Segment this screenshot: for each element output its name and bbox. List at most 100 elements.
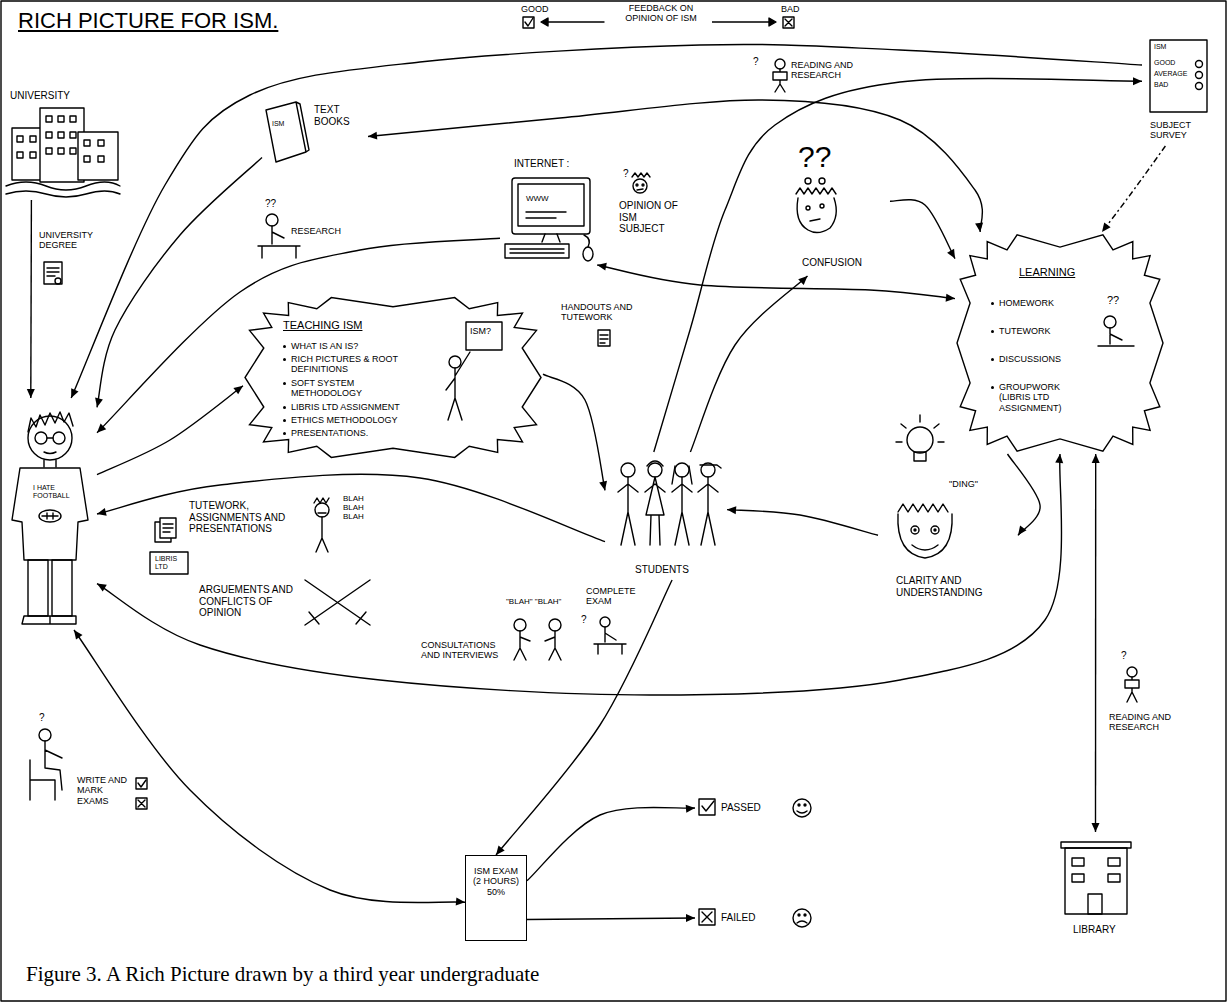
lecturer-figure xyxy=(28,560,48,616)
exam-taker xyxy=(600,617,610,627)
edge-label: FEEDBACK ON OPINION OF ISM xyxy=(610,3,712,24)
connector xyxy=(690,276,807,452)
library-reader xyxy=(1125,680,1139,688)
lecturer-figure xyxy=(39,510,61,522)
feedback-arrows xyxy=(783,17,794,28)
lecturer-figure xyxy=(35,432,47,444)
feedback-arrows xyxy=(708,21,772,22)
arrow-head xyxy=(686,914,695,922)
result-marks xyxy=(797,811,807,813)
arrow-head xyxy=(97,424,106,433)
arrow-head xyxy=(368,132,377,140)
arrow-head xyxy=(947,249,955,259)
reading-figure xyxy=(773,59,787,92)
node-label: I HATE FOOTBALL xyxy=(33,484,77,500)
arrow-head xyxy=(97,508,107,516)
node-label: SUBJECT SURVEY xyxy=(1150,120,1212,141)
connector xyxy=(727,506,878,535)
opinion-face xyxy=(632,173,650,177)
teacher-figure xyxy=(449,356,461,368)
confusion-face xyxy=(796,178,836,233)
arrow-head xyxy=(95,398,103,408)
connector-line xyxy=(1102,146,1165,232)
node-label: SOFT SYSTEM METHODOLOGY xyxy=(291,378,401,399)
degree-document xyxy=(44,262,62,284)
connector xyxy=(597,263,955,302)
computer-icon xyxy=(584,235,589,247)
teaching-burst: TEACHING ISMWHAT IS AN IS?RICH PICTURES … xyxy=(243,295,543,460)
degree-document xyxy=(44,262,62,284)
result-marks xyxy=(804,804,806,806)
edge-label: READING AND RESEARCH xyxy=(790,60,858,81)
exam-writer xyxy=(39,729,51,741)
edge-label: ARGUEMENTS AND CONFLICTS OF OPINION xyxy=(198,584,300,619)
node-label: ?? xyxy=(1107,294,1119,307)
consultation-figures xyxy=(514,631,530,660)
feedback-arrows xyxy=(541,18,548,26)
node-label: UNIVERSITY xyxy=(10,90,70,102)
library-building xyxy=(1061,842,1131,914)
connector xyxy=(543,374,607,490)
node-label: ?? xyxy=(798,140,831,175)
student-figures xyxy=(618,461,721,545)
connector xyxy=(97,454,1063,695)
library-icon: LIBRARY xyxy=(1055,832,1145,940)
lecturer-figure xyxy=(12,468,88,560)
note-label: ? xyxy=(622,168,630,180)
connector-line xyxy=(97,386,243,475)
student-figures xyxy=(675,463,689,477)
handout-document xyxy=(600,335,608,343)
node-label: LIBRIS LTD ASSIGNMENT xyxy=(291,402,400,412)
bullet-dot xyxy=(283,406,286,409)
handout-document xyxy=(598,330,610,346)
exam-writer xyxy=(136,778,147,789)
node-label: ISM xyxy=(272,120,284,128)
clarity-face xyxy=(912,545,938,550)
result-marks xyxy=(699,909,715,925)
connector xyxy=(97,386,243,475)
light-bulb xyxy=(896,415,944,442)
lecturer-figure xyxy=(44,438,56,467)
confusion-face xyxy=(797,198,836,233)
connector-line xyxy=(654,79,1142,452)
connector-line xyxy=(30,200,32,398)
arrow-head xyxy=(1055,454,1063,463)
node-label: RICH PICTURES & ROOT DEFINITIONS xyxy=(291,354,411,375)
exam-box: ISM EXAM (2 HOURS) 50% xyxy=(465,855,527,941)
result-marks xyxy=(699,799,811,927)
library-building xyxy=(1088,894,1102,914)
connector xyxy=(97,238,500,432)
arrow-head xyxy=(97,584,107,592)
consultation-figures xyxy=(514,619,561,660)
connector xyxy=(74,630,465,906)
feedback-arrows xyxy=(523,17,534,28)
connector-line xyxy=(890,200,955,259)
exam-writer xyxy=(136,798,147,809)
textbook-icon: TEXT BOOKSISM xyxy=(262,98,368,168)
learner-figure xyxy=(1098,328,1134,346)
talking-figure xyxy=(315,503,329,517)
node-label: TEACHING ISM xyxy=(283,319,362,332)
survey-form xyxy=(1150,40,1207,112)
connector-line xyxy=(527,918,695,920)
student-figures xyxy=(621,463,635,477)
arrow-head xyxy=(798,276,807,285)
university-building xyxy=(6,108,120,197)
passed-result: PASSED xyxy=(695,795,820,821)
connector xyxy=(890,200,955,259)
light-bulb xyxy=(907,427,933,453)
connector xyxy=(1092,454,1100,832)
node-label: ISM? xyxy=(470,326,491,336)
connector-line xyxy=(690,276,807,452)
arrow-head xyxy=(27,389,35,398)
arrow-head xyxy=(1102,222,1111,232)
talking-figure xyxy=(314,498,329,552)
clarity-face: CLARITY AND UNDERSTANDING xyxy=(878,495,1018,610)
node-label: CONFUSION xyxy=(802,257,862,269)
feedback-arrows xyxy=(785,19,792,26)
exam-writer xyxy=(30,741,62,800)
arrow-head xyxy=(975,223,983,232)
note-label: ? xyxy=(38,712,46,724)
note-label: ?? xyxy=(264,198,277,210)
clarity-face xyxy=(898,514,952,558)
